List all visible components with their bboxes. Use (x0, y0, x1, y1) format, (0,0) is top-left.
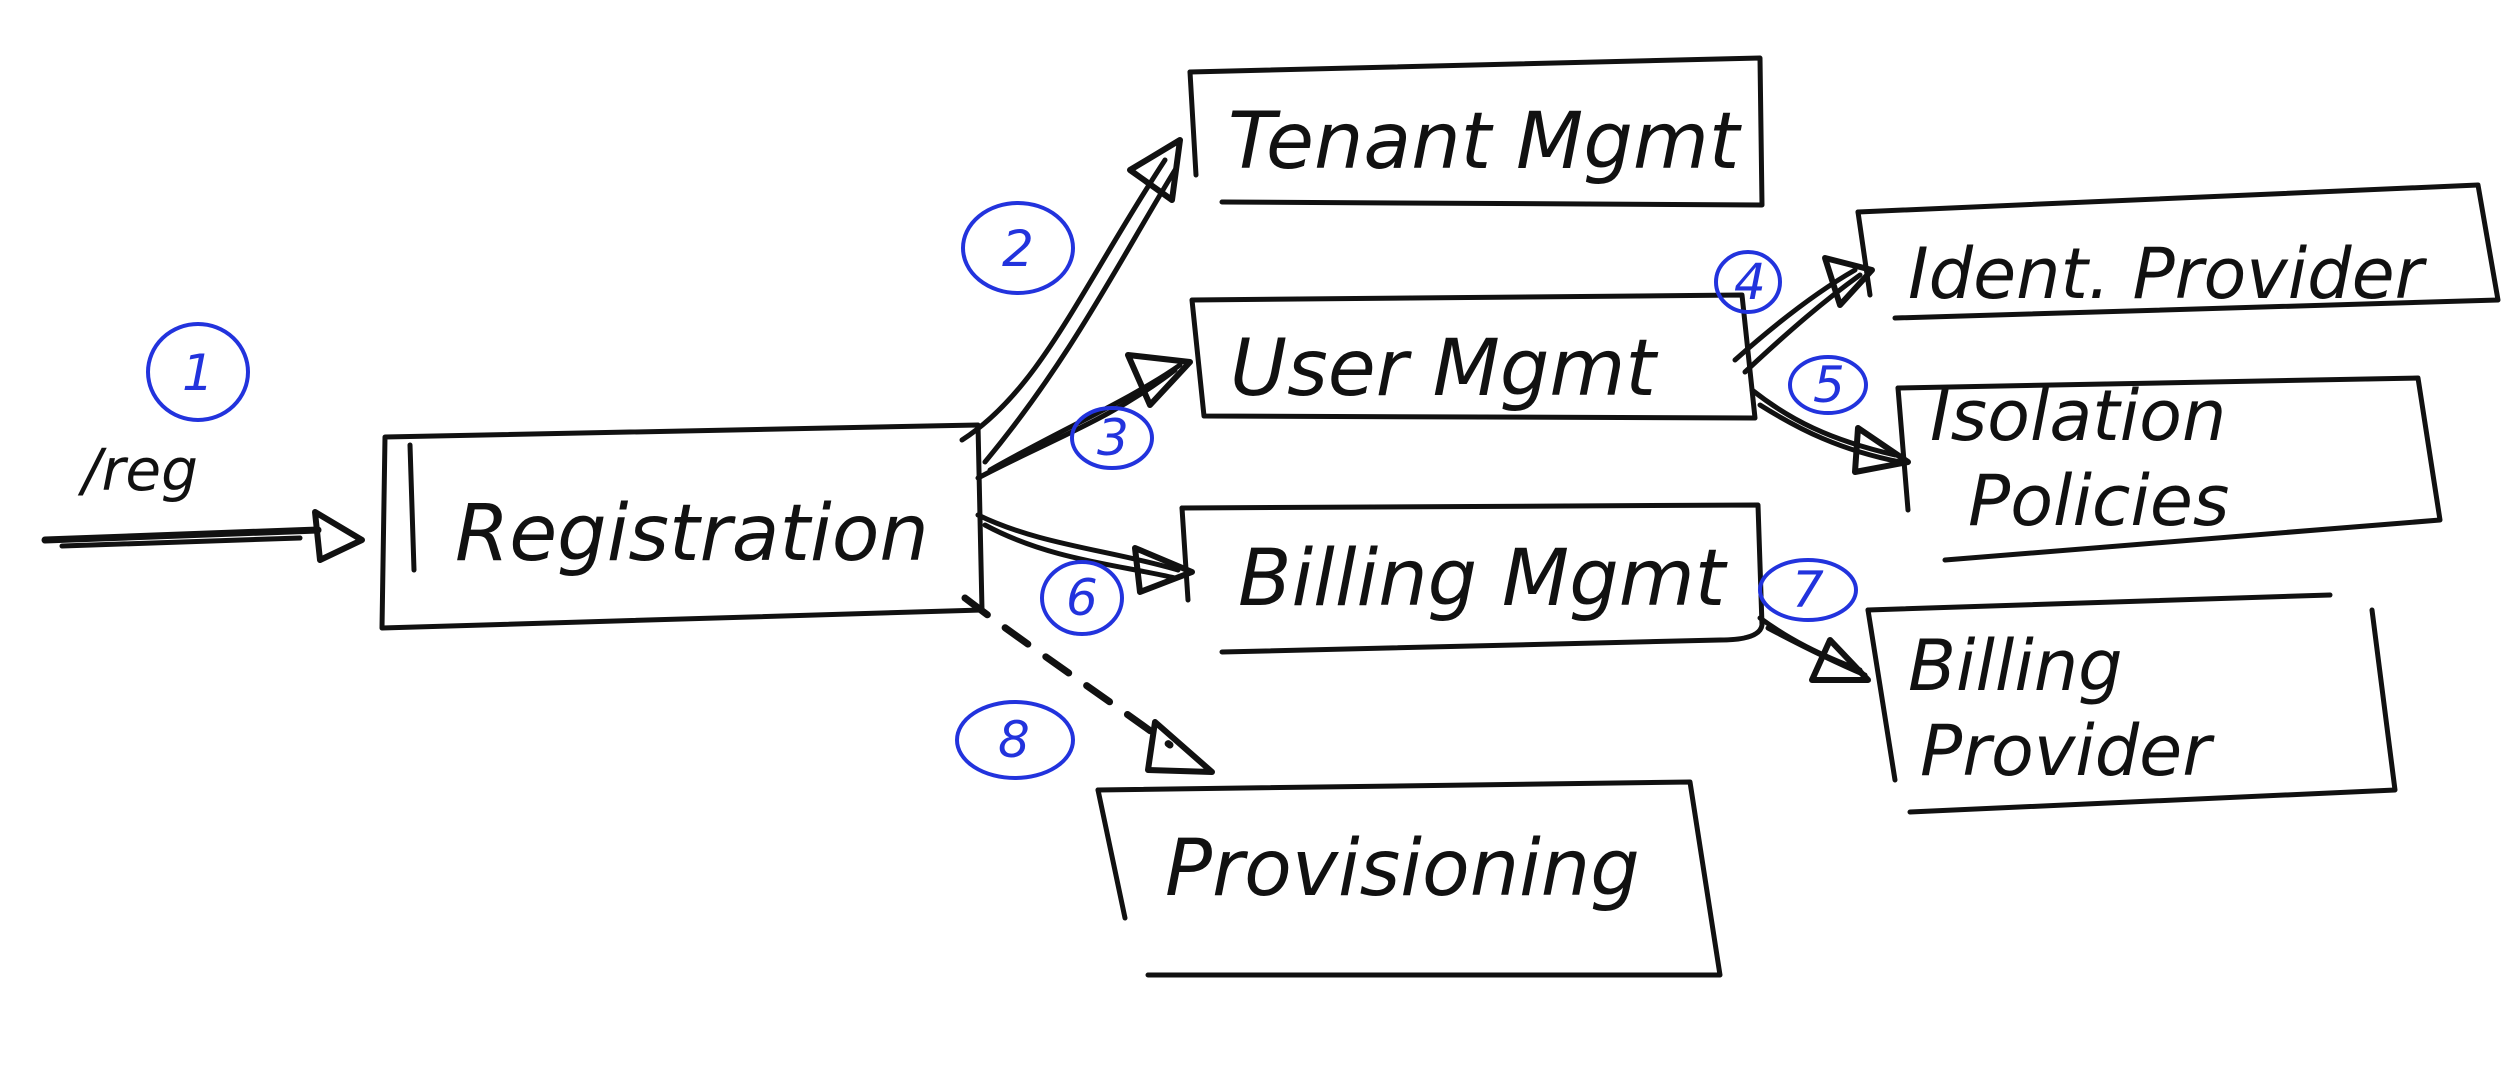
node-ident-provider-label: Ident. Provider (1908, 233, 2428, 315)
node-billing-mgmt: Billing Mgmt (1179, 502, 1765, 655)
step-marker-6: 6 (1040, 560, 1124, 636)
node-user-mgmt-label: User Mgmt (1230, 324, 1658, 414)
node-registration: Registration (379, 422, 985, 631)
edge-user-mgmt-to-ident-provider (1732, 255, 1875, 375)
node-provisioning-label: Provisioning (1165, 824, 1640, 914)
node-billing-mgmt-label: Billing Mgmt (1238, 534, 1728, 624)
step-marker-8: 8 (955, 700, 1075, 780)
node-ident-provider: Ident. Provider (1855, 182, 2501, 321)
step-marker-1-text: 1 (182, 344, 214, 402)
node-registration-label: Registration (455, 489, 929, 579)
node-billing-provider-line1: Billing (1908, 625, 2123, 707)
step-marker-5-text: 5 (1813, 356, 1845, 414)
step-marker-3-text: 3 (1097, 409, 1129, 467)
step-marker-7-text: 7 (1792, 561, 1824, 619)
edge-registration-to-billing-mgmt (975, 512, 1195, 595)
edge-registration-to-user-mgmt (975, 352, 1193, 481)
step-marker-8-text: 8 (998, 711, 1030, 769)
edge-entry-to-registration: /reg (41, 436, 365, 563)
edge-registration-to-provisioning (961, 594, 1215, 775)
node-isolation-policies: Isolation Policies (1895, 375, 2443, 563)
edge-billing-mgmt-to-billing-provider (1757, 615, 1871, 683)
node-billing-provider: Billing Provider (1865, 592, 2398, 815)
step-marker-7: 7 (1758, 558, 1858, 622)
node-isolation-policies-line2: Policies (1968, 460, 2229, 542)
step-marker-4: 4 (1714, 250, 1782, 314)
edge-registration-to-tenant-mgmt (959, 137, 1183, 465)
entry-label: /reg (77, 436, 198, 504)
node-tenant-mgmt-label: Tenant Mgmt (1228, 97, 1742, 187)
edge-user-mgmt-to-isolation-policies (1749, 387, 1911, 475)
node-isolation-policies-line1: Isolation (1930, 375, 2226, 457)
step-marker-2: 2 (961, 201, 1075, 295)
node-tenant-mgmt: Tenant Mgmt (1187, 55, 1765, 208)
step-marker-4-text: 4 (1734, 253, 1766, 311)
node-provisioning: Provisioning (1095, 779, 1723, 978)
step-marker-3: 3 (1070, 406, 1154, 470)
step-marker-2-text: 2 (1002, 220, 1034, 278)
step-marker-6-text: 6 (1066, 569, 1098, 627)
step-marker-1: 1 (146, 322, 250, 422)
node-billing-provider-line2: Provider (1920, 710, 2215, 792)
step-marker-5: 5 (1788, 355, 1868, 415)
node-user-mgmt: User Mgmt (1189, 292, 1758, 421)
